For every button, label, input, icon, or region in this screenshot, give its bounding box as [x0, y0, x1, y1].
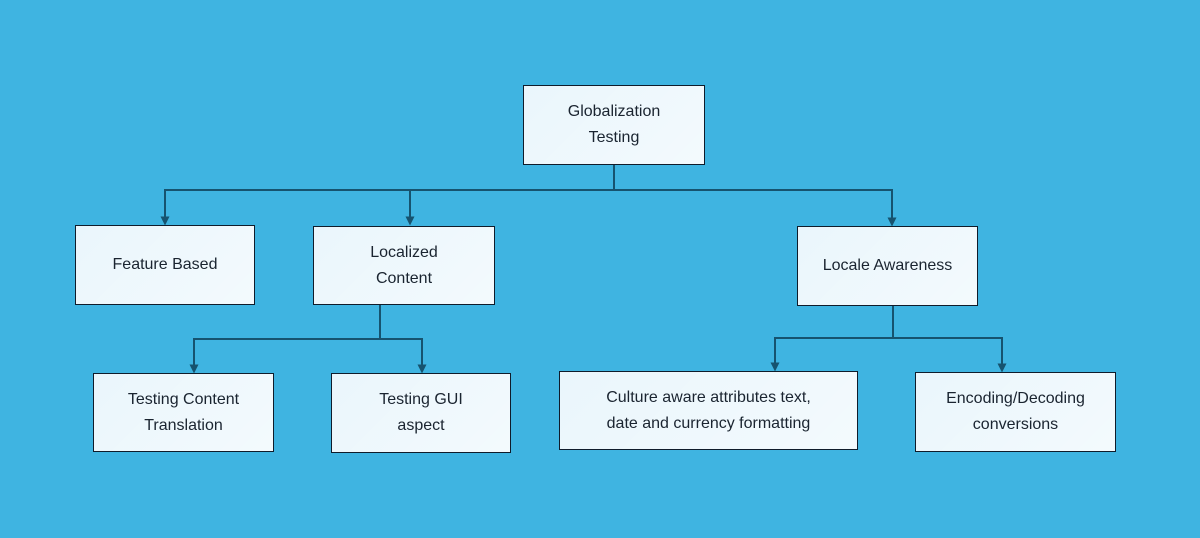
connector-locale-to-culture [770, 337, 893, 372]
node-label: Encoding/Decoding conversions [946, 390, 1085, 433]
node-label: Feature Based [112, 256, 218, 273]
node-testing-gui-aspect: Testing GUI aspect [331, 373, 511, 453]
node-label: Locale Awareness [822, 257, 953, 274]
node-encoding-decoding-conversions: Encoding/Decoding conversions [915, 372, 1116, 452]
connector-locale-to-encoding [893, 337, 1007, 373]
node-label: Localized Content [370, 243, 438, 287]
connector-root-to-feature-based [160, 189, 614, 226]
connector-localized-to-gui [380, 338, 427, 374]
node-label: Testing GUI aspect [379, 391, 463, 434]
node-locale-awareness: Locale Awareness [797, 226, 978, 306]
node-feature-based: Feature Based [75, 225, 255, 305]
node-label: Globalization Testing [567, 103, 661, 146]
node-localized-content: Localized Content [313, 226, 495, 305]
connector-root-to-locale-awareness [614, 189, 897, 227]
connector-localized-to-translation [189, 338, 380, 374]
node-label: Testing Content Translation [127, 390, 240, 434]
node-culture-aware-attributes: Culture aware attributes text, date and … [559, 371, 858, 450]
node-label: Culture aware attributes text, date and … [606, 388, 811, 432]
node-testing-content-translation: Testing Content Translation [93, 373, 274, 452]
node-globalization-testing: Globalization Testing [523, 85, 705, 165]
